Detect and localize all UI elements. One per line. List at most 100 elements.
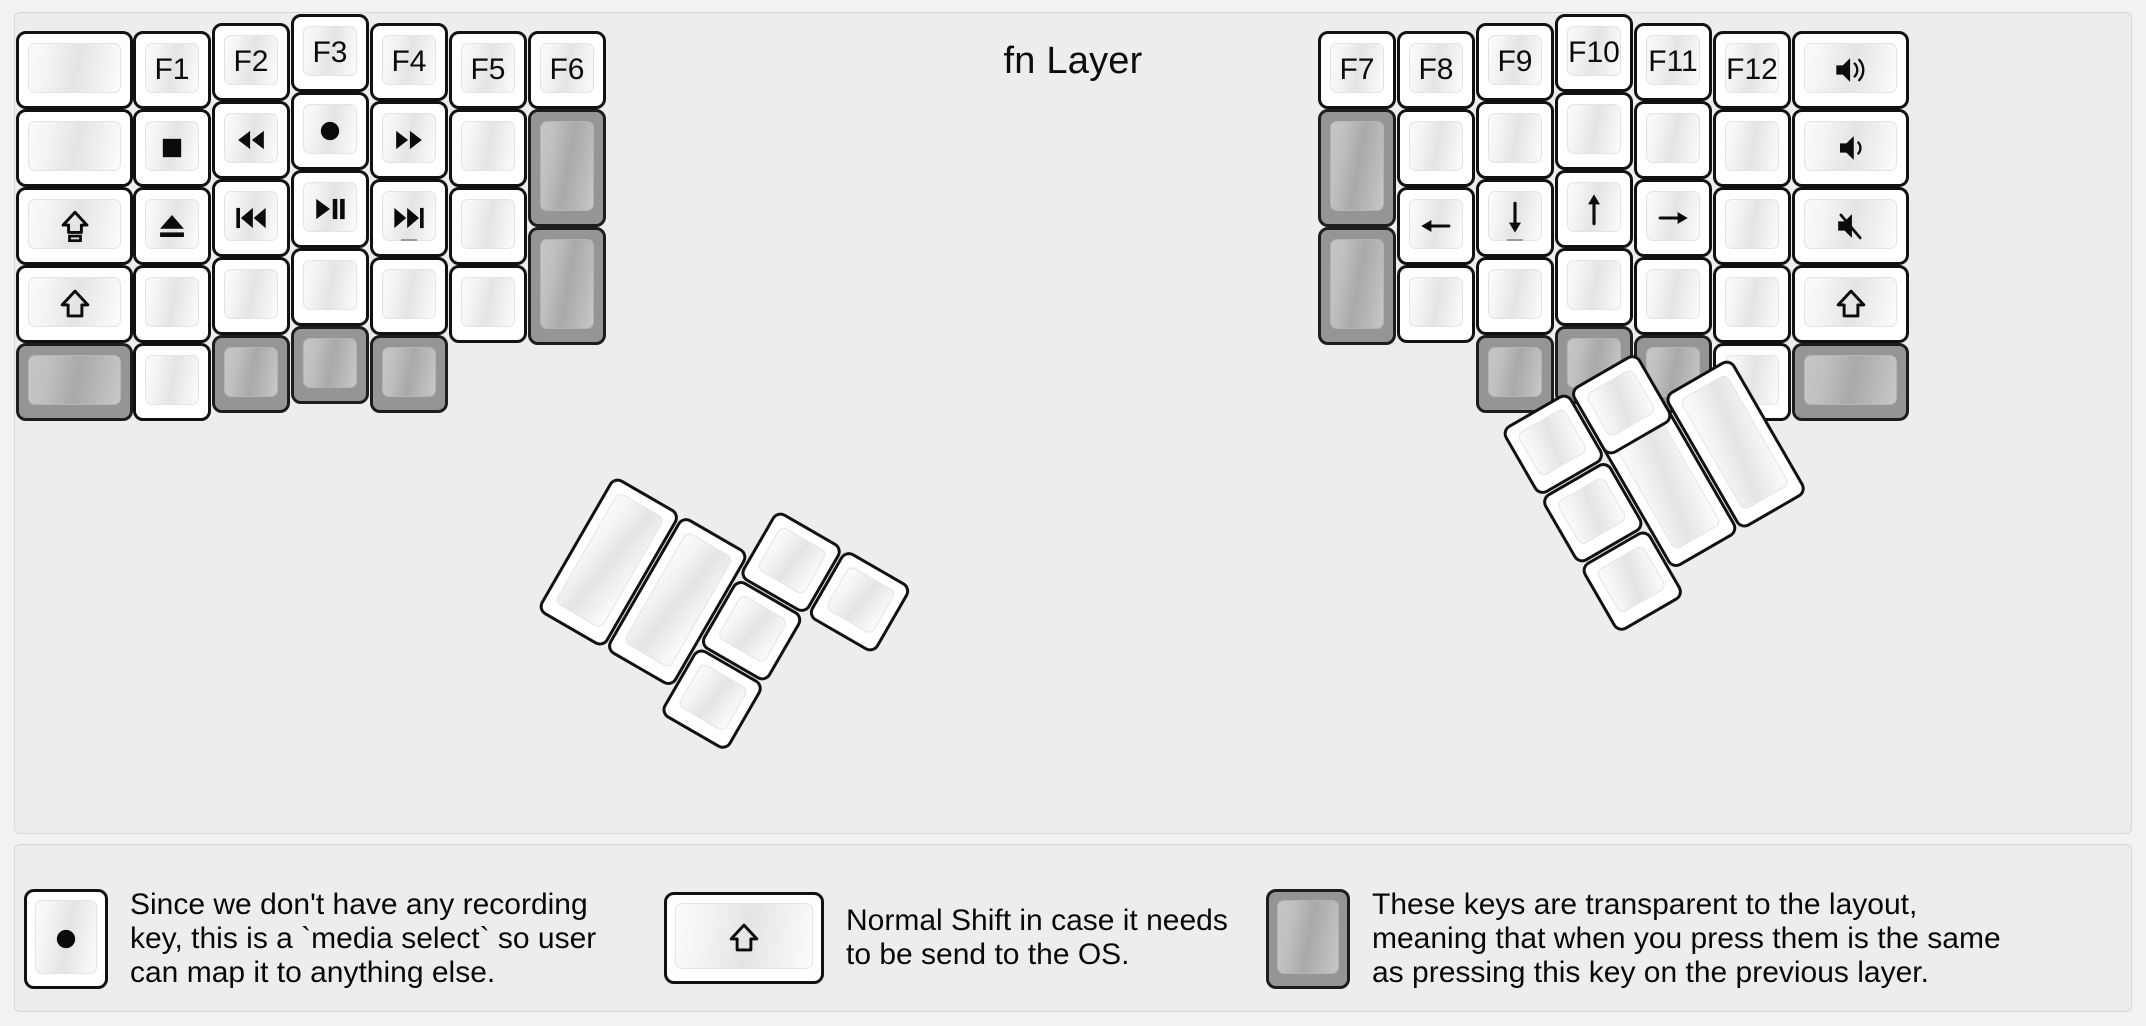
- shift-arrow-icon: [667, 895, 821, 981]
- keycap-face: [540, 239, 594, 329]
- col-f4-k3[interactable]: [370, 257, 448, 335]
- key-fast-forward[interactable]: [370, 101, 448, 179]
- col-f8-k3[interactable]: [1397, 265, 1475, 343]
- keycap-face: [1567, 182, 1621, 232]
- key-shift-arrow[interactable]: [16, 265, 133, 343]
- keycap-face: [1567, 26, 1621, 76]
- key-transparent[interactable]: [370, 335, 448, 413]
- key-transparent[interactable]: [528, 109, 606, 227]
- keycap-face: [145, 277, 199, 327]
- key-f4[interactable]: F4: [370, 23, 448, 101]
- key-f6[interactable]: F6: [528, 31, 606, 109]
- key-f7[interactable]: F7: [1318, 31, 1396, 109]
- key-transparent[interactable]: [1318, 227, 1396, 345]
- keycap-face: [1567, 104, 1621, 154]
- keycap-face: [1725, 121, 1779, 171]
- col-f12-k1[interactable]: [1713, 109, 1791, 187]
- keycap-face: [1804, 43, 1897, 93]
- col-f1-k4[interactable]: [133, 343, 211, 421]
- key-stop[interactable]: [133, 109, 211, 187]
- key-f5[interactable]: F5: [449, 31, 527, 109]
- keycap-face: [716, 593, 789, 665]
- key-volume-up[interactable]: [1792, 31, 1909, 109]
- key-f12[interactable]: F12: [1713, 31, 1791, 109]
- keycap-face: [224, 269, 278, 319]
- key-f1[interactable]: F1: [133, 31, 211, 109]
- col-f8-k1[interactable]: [1397, 109, 1475, 187]
- col-f3-k3[interactable]: [291, 248, 369, 326]
- key-shift-arrow[interactable]: [1792, 265, 1909, 343]
- legend-sample-key-1: [24, 889, 108, 990]
- keycap-face: [1409, 43, 1463, 93]
- col-f2-k3[interactable]: [212, 257, 290, 335]
- col-f5-k2[interactable]: [449, 187, 527, 265]
- key-arrow-right[interactable]: [1634, 179, 1712, 257]
- key-transparent[interactable]: [1792, 343, 1909, 421]
- keycap-face: [756, 525, 828, 596]
- keycap-face: [28, 277, 121, 327]
- key-f8[interactable]: F8: [1397, 31, 1475, 109]
- key-play-pause[interactable]: [291, 170, 369, 248]
- col-f11-k1[interactable]: [1634, 101, 1712, 179]
- keycap-face: [540, 121, 594, 211]
- key-transparent[interactable]: [528, 227, 606, 345]
- keycap-face: [1646, 191, 1700, 241]
- keycap-face: [28, 199, 121, 249]
- key-transparent[interactable]: [291, 326, 369, 404]
- key-f2[interactable]: F2: [212, 23, 290, 101]
- key-record[interactable]: [291, 92, 369, 170]
- col-f5-k3[interactable]: [449, 265, 527, 343]
- legend-sample-key-2: [664, 892, 824, 984]
- key-eject[interactable]: [133, 187, 211, 265]
- keycap-face: [1646, 113, 1700, 163]
- key-transparent[interactable]: [1318, 109, 1396, 227]
- key-transparent[interactable]: [1476, 335, 1554, 413]
- key-previous-track[interactable]: [212, 179, 290, 257]
- key-f9[interactable]: F9: [1476, 23, 1554, 101]
- keycap-face: [1516, 407, 1589, 478]
- col-f12-k3[interactable]: [1713, 265, 1791, 343]
- keycap-face: [28, 43, 121, 93]
- keycap-face: [1804, 355, 1897, 405]
- key-next-track[interactable]: [370, 179, 448, 257]
- legend-panel: [14, 844, 2132, 1012]
- key-f11[interactable]: F11: [1634, 23, 1712, 101]
- key-arrow-down[interactable]: [1476, 179, 1554, 257]
- keycap-face: [382, 113, 436, 163]
- key-arrow-left[interactable]: [1397, 187, 1475, 265]
- key-f3[interactable]: F3: [291, 14, 369, 92]
- keycap-face: [1409, 277, 1463, 327]
- col-f11-k3[interactable]: [1634, 257, 1712, 335]
- col-outer-left-k1[interactable]: [16, 109, 133, 187]
- key-rewind[interactable]: [212, 101, 290, 179]
- col-f12-k2[interactable]: [1713, 187, 1791, 265]
- key-transparent[interactable]: [212, 335, 290, 413]
- key-f10[interactable]: F10: [1555, 14, 1633, 92]
- keycap-face: [1725, 277, 1779, 327]
- keycap-face: [1725, 43, 1779, 93]
- col-f1-k3[interactable]: [133, 265, 211, 343]
- legend-sample-blank: [1269, 892, 1347, 986]
- keycap-face: [1595, 544, 1668, 615]
- col-f10-k1[interactable]: [1555, 92, 1633, 170]
- col-f9-k1[interactable]: [1476, 101, 1554, 179]
- keycap-face: [303, 260, 357, 310]
- keycap-face: [303, 104, 357, 154]
- key-transparent[interactable]: [16, 343, 133, 421]
- col-f9-k3[interactable]: [1476, 257, 1554, 335]
- keycap-face: [677, 662, 749, 733]
- keycap-face: [1646, 35, 1700, 85]
- keycap-face: [224, 35, 278, 85]
- key-caps-lock[interactable]: [16, 187, 133, 265]
- col-f10-k3[interactable]: [1555, 248, 1633, 326]
- keycap-face: [1409, 199, 1463, 249]
- key-volume-mute[interactable]: [1792, 187, 1909, 265]
- keycap-face: [382, 269, 436, 319]
- col-f5-k1[interactable]: [449, 109, 527, 187]
- key-arrow-up[interactable]: [1555, 170, 1633, 248]
- legend-item-1: Since we don't have any recording key, t…: [24, 888, 596, 991]
- col-outer-left-k0[interactable]: [16, 31, 133, 109]
- legend-item-3: These keys are transparent to the layout…: [1266, 888, 2001, 991]
- key-volume-down[interactable]: [1792, 109, 1909, 187]
- keycap-face: [303, 338, 357, 388]
